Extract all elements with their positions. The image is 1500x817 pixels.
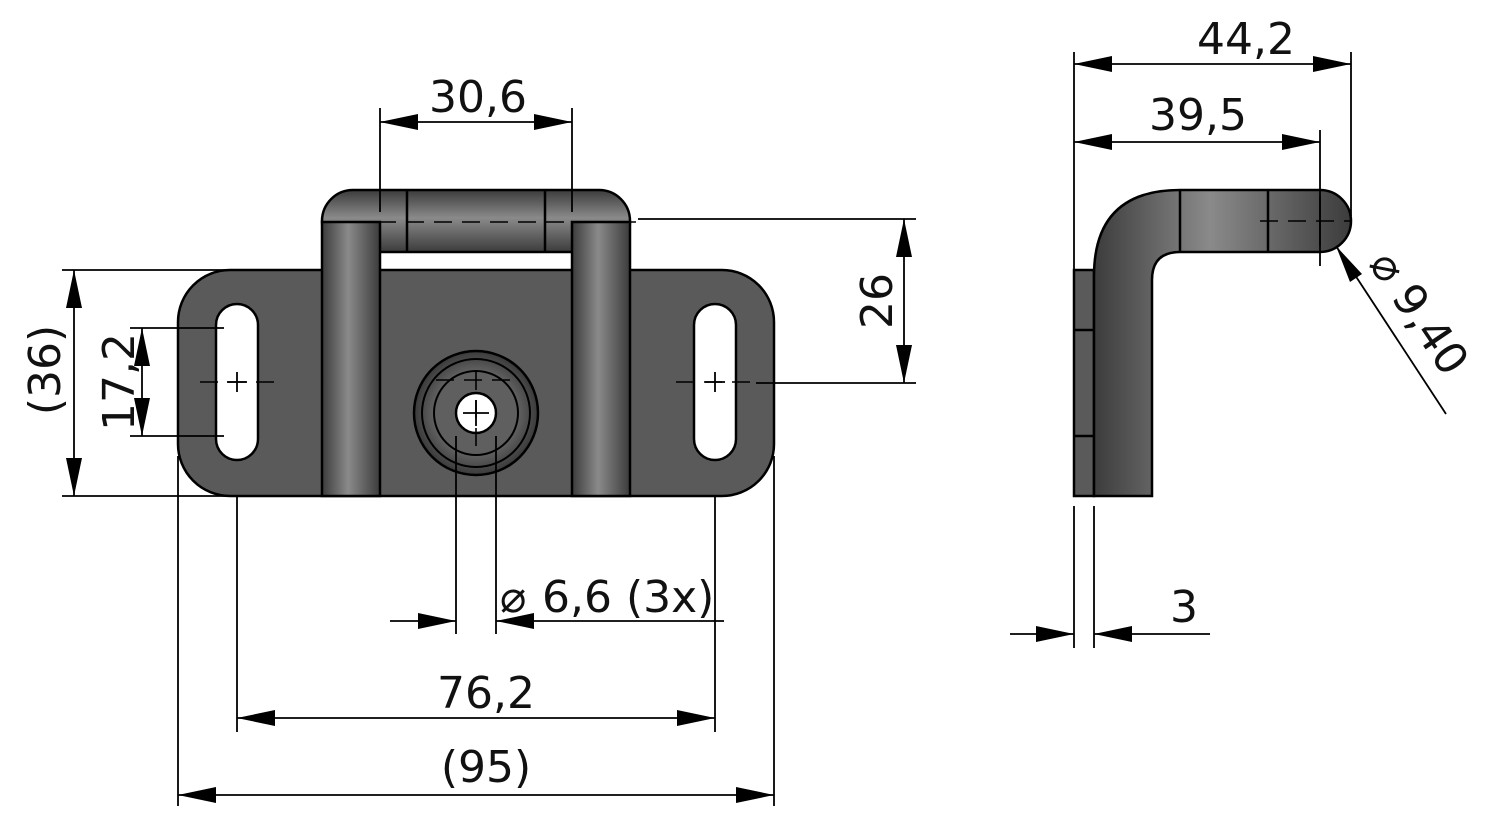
dim-hole-diameter: 6,6 (3x) [542, 572, 714, 623]
side-view [1072, 188, 1353, 498]
dim-plate-thickness: 3 [1170, 582, 1198, 633]
front-view [176, 188, 776, 498]
side-rod [1092, 188, 1353, 498]
dim-side-total-depth: 44,2 [1197, 14, 1295, 65]
dim-slot-length: 17,2 [94, 333, 145, 431]
dim-loop-width: 30,6 [429, 72, 527, 123]
dim-side-axis-depth: 39,5 [1149, 90, 1247, 141]
dim-base-height: (36) [20, 325, 71, 415]
dim-hole-spacing: 76,2 [437, 668, 535, 719]
dim-overall-width: (95) [441, 742, 531, 793]
left-leg [320, 220, 382, 498]
right-leg [570, 220, 632, 498]
side-plate [1072, 268, 1096, 498]
dim-height-to-loop: 26 [852, 273, 903, 329]
dim-rod-diameter: 9,40 [1381, 275, 1478, 385]
diameter-symbol: ⌀ [500, 572, 527, 623]
front-dimensions: 30,6 26 (36) 17,2 ⌀ 6,6 (3x) [20, 72, 916, 806]
